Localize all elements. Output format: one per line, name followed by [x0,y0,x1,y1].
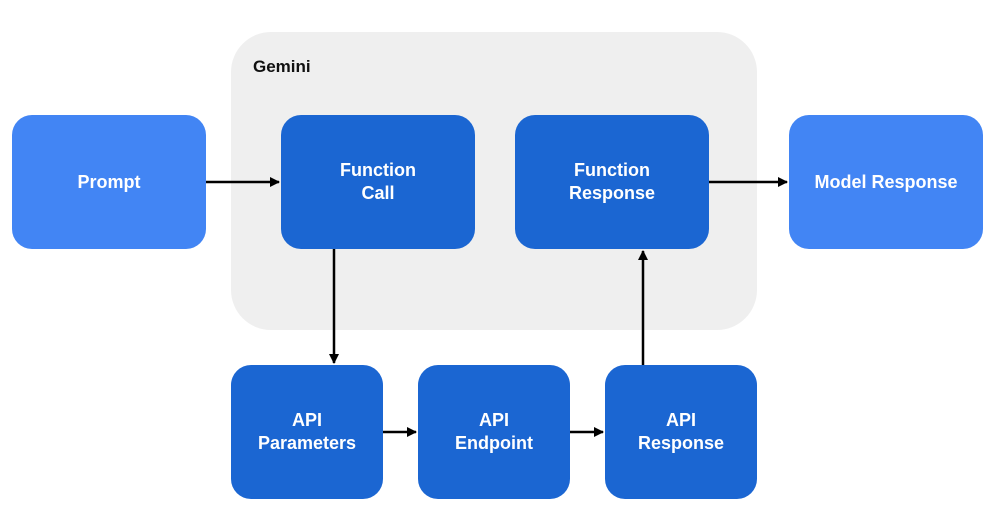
prompt-node: Prompt [12,115,206,249]
model-response-node: Model Response [789,115,983,249]
gemini-group-label: Gemini [253,57,311,76]
api-response-node: API Response [605,365,757,499]
api-endpoint-node: API Endpoint [418,365,570,499]
function-response-node: Function Response [515,115,709,249]
function-call-node: Function Call [281,115,475,249]
api-parameters-node: API Parameters [231,365,383,499]
